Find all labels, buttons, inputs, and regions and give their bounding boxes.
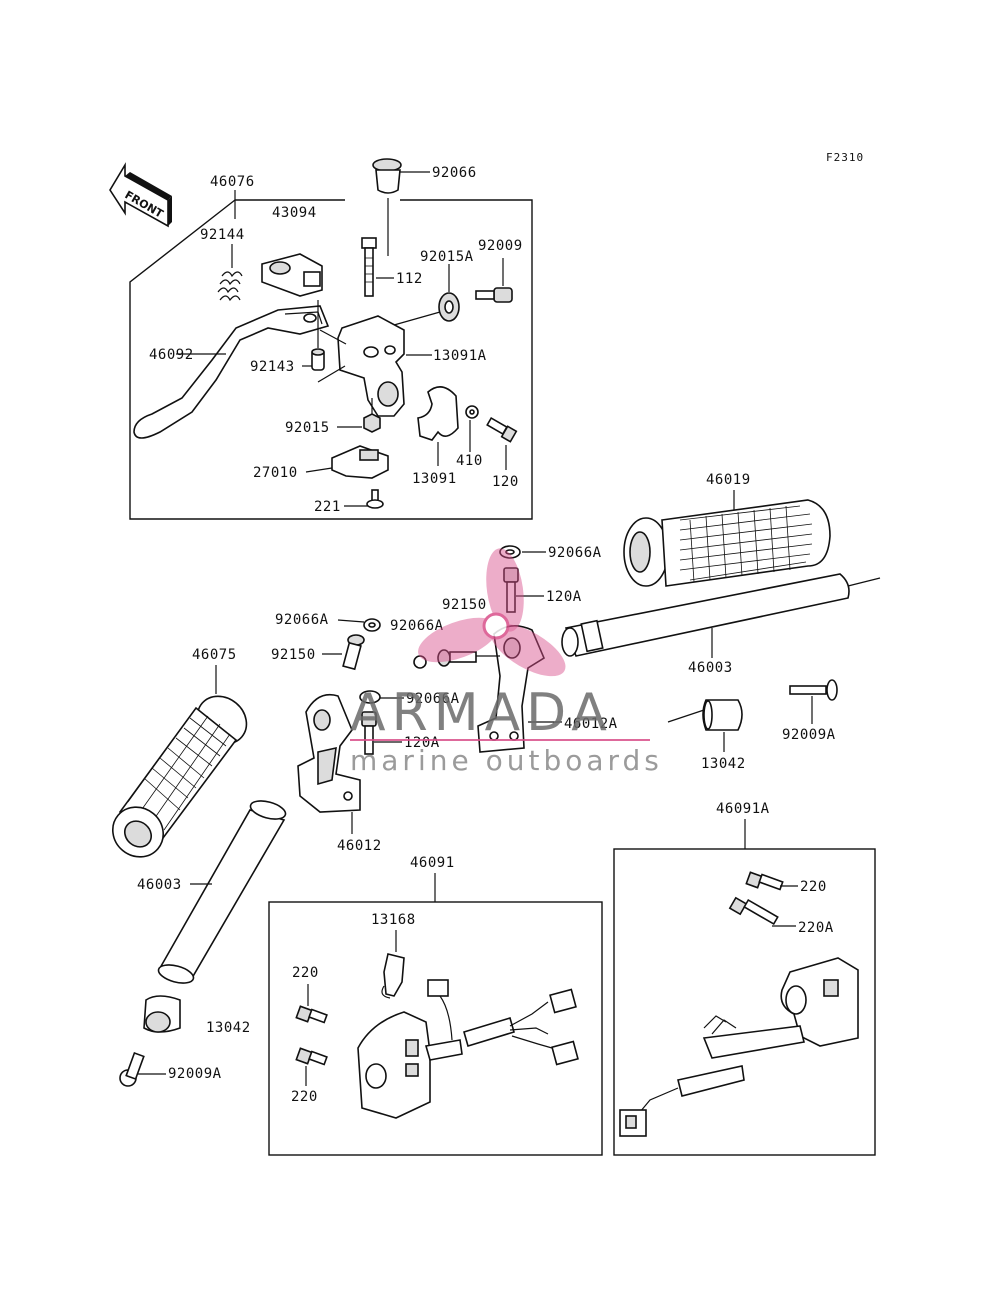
label-92066A-low: 92066A — [406, 691, 460, 707]
part-92143-collar — [302, 300, 325, 371]
part-13042-weight-left — [143, 995, 181, 1033]
label-46012A: 46012A — [564, 716, 618, 732]
assembly-box-46076 — [129, 199, 533, 520]
part-92009-screw — [475, 258, 513, 303]
label-92066A-top: 92066A — [548, 545, 602, 561]
part-92066A-top-cap — [499, 545, 546, 559]
part-92066A-low-cap — [359, 690, 404, 704]
label-27010: 27010 — [253, 465, 298, 481]
part-92150-mid-bolt — [413, 649, 500, 669]
part-220-screw-c — [745, 871, 798, 891]
label-13042-right: 13042 — [701, 756, 746, 772]
label-112: 112 — [396, 271, 423, 287]
label-46012: 46012 — [337, 838, 382, 854]
left-grip-group: 46075 46003 13042 92009A — [112, 647, 287, 1087]
label-92015: 92015 — [285, 420, 330, 436]
label-92143: 92143 — [250, 359, 295, 375]
label-220-b: 220 — [291, 1089, 318, 1105]
right-switch-assembly: 46091A 220 220A — [613, 801, 876, 1156]
label-92066: 92066 — [432, 165, 477, 181]
assembly-box-46091 — [268, 901, 603, 1156]
part-13042-weight-right — [667, 699, 743, 752]
part-92015-nut — [337, 398, 381, 433]
part-13168-lever — [381, 953, 405, 999]
part-13091A-holder — [317, 315, 432, 417]
part-92150-left-bolt — [322, 634, 365, 671]
label-46091: 46091 — [410, 855, 455, 871]
figure-code: F2310 — [826, 151, 864, 164]
watermark-subtitle: marine outboards — [350, 744, 663, 777]
part-220-screw-a — [295, 1005, 328, 1024]
part-46075-grip — [112, 695, 248, 858]
label-92066A-mid: 92066A — [390, 618, 444, 634]
label-92015A: 92015A — [420, 249, 474, 265]
part-92066-cap — [372, 158, 430, 194]
part-120A-top-bolt — [503, 567, 544, 613]
watermark-title: ARMADA — [350, 683, 613, 743]
label-46092: 46092 — [149, 347, 194, 363]
label-46019: 46019 — [706, 472, 751, 488]
part-lever-pivot-top — [261, 253, 323, 297]
label-92009A-left: 92009A — [168, 1066, 222, 1082]
clutch-lever-assembly: 46076 43094 92066 112 92015A — [129, 158, 533, 520]
part-120-bolt — [486, 416, 518, 470]
label-46003-left: 46003 — [137, 877, 182, 893]
part-220A-screw — [728, 896, 796, 927]
part-92009A-screw-right — [789, 679, 838, 724]
label-13091: 13091 — [412, 471, 457, 487]
part-13091-clamp — [417, 386, 459, 466]
part-92015A-adjuster — [393, 264, 460, 326]
label-13091A: 13091A — [433, 348, 487, 364]
front-arrow-icon: FRONT — [109, 162, 172, 228]
label-13168: 13168 — [371, 912, 416, 928]
label-120: 120 — [492, 474, 519, 490]
propeller-logo-icon — [418, 548, 566, 677]
label-220-a: 220 — [292, 965, 319, 981]
label-46091A: 46091A — [716, 801, 770, 817]
part-112-bolt — [361, 237, 394, 297]
assembly-box-46091A — [613, 848, 876, 1156]
label-92009A-right: 92009A — [782, 727, 836, 743]
part-27010-switch — [305, 445, 389, 479]
part-46003-handlebar-left — [157, 800, 287, 984]
part-92009A-screw-left — [119, 1051, 166, 1087]
label-43094: 43094 — [272, 205, 317, 221]
part-92144-spring — [217, 244, 243, 302]
part-221-screw — [344, 489, 384, 509]
part-right-switch-housing — [619, 957, 859, 1137]
right-grip-group: 46019 46003 13042 9200 — [561, 472, 881, 772]
part-46019-grip — [623, 499, 831, 587]
label-92066A-left: 92066A — [275, 612, 329, 628]
label-220A: 220A — [798, 920, 834, 936]
left-switch-assembly: 46091 13168 220 220 — [268, 855, 603, 1156]
label-46075: 46075 — [192, 647, 237, 663]
part-410-washer — [465, 405, 479, 452]
clamps-group: 92066A 120A 92150 46012A 92066A 92066A — [271, 545, 618, 854]
label-221: 221 — [314, 499, 341, 515]
label-410: 410 — [456, 453, 483, 469]
part-left-switch-housing — [357, 979, 579, 1119]
label-92150-left: 92150 — [271, 647, 316, 663]
label-120A-top: 120A — [546, 589, 582, 605]
label-92144: 92144 — [200, 227, 245, 243]
label-92009: 92009 — [478, 238, 523, 254]
part-46012-clamp — [297, 693, 361, 834]
label-220-c: 220 — [800, 879, 827, 895]
label-46003-right: 46003 — [688, 660, 733, 676]
part-220-screw-b — [295, 1047, 328, 1086]
label-46076: 46076 — [210, 174, 255, 190]
part-46003-handlebar-right — [561, 573, 881, 658]
part-92066A-left-cap — [337, 618, 381, 632]
part-46092-lever — [133, 305, 330, 439]
label-13042-left: 13042 — [206, 1020, 251, 1036]
watermark: ARMADA marine outboards — [350, 548, 663, 777]
label-92150-right: 92150 — [442, 597, 487, 613]
